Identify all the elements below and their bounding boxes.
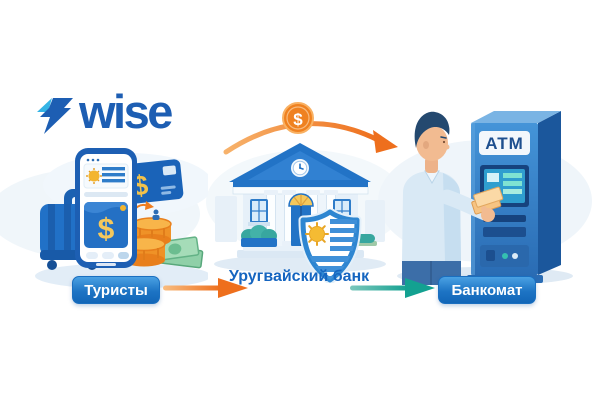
uruguay-flag-icon: [83, 163, 129, 189]
tourists-label-text: Туристы: [84, 281, 148, 299]
atm-illustration: ATM: [397, 111, 573, 285]
bank-label: Уругвайский банк: [228, 268, 370, 285]
phone-dollar-symbol: $: [98, 213, 115, 246]
cash-slot: [483, 227, 526, 237]
atm-lower-panel: [480, 245, 529, 267]
atm-sign: ATM: [479, 131, 530, 155]
dollar-coin-icon: $: [282, 102, 314, 134]
arc-arrowhead: [373, 130, 398, 153]
atm-label-text: Банкомат: [451, 281, 523, 299]
wise-wordmark: wise: [79, 85, 173, 138]
head: [416, 125, 448, 161]
man-figure: [402, 111, 504, 285]
atm-label: Банкомат: [438, 276, 536, 304]
city-silhouette: [215, 196, 237, 242]
arrow-bank-to-atm: [350, 278, 435, 298]
bush-icon: [241, 225, 277, 247]
wise-flag-icon: [37, 98, 73, 134]
phone-icon: $: [75, 148, 137, 268]
arrow-tourists-to-bank: [163, 278, 248, 298]
clock-icon: [291, 159, 309, 177]
atm-sign-text: ATM: [485, 134, 524, 153]
sun-icon: [88, 170, 100, 182]
coin-dollar-symbol: $: [293, 110, 303, 129]
uruguay-shield-icon: [298, 209, 362, 283]
mini-figure-icon: [153, 209, 159, 215]
tourists-illustration: $: [35, 148, 208, 289]
tourists-label: Туристы: [72, 276, 160, 304]
wise-logo: wise: [33, 85, 173, 138]
hair: [414, 111, 450, 148]
sun-icon: [305, 222, 329, 246]
transfer-arc-arrow: $: [223, 102, 398, 155]
phone-dollar-panel: $: [84, 202, 128, 248]
